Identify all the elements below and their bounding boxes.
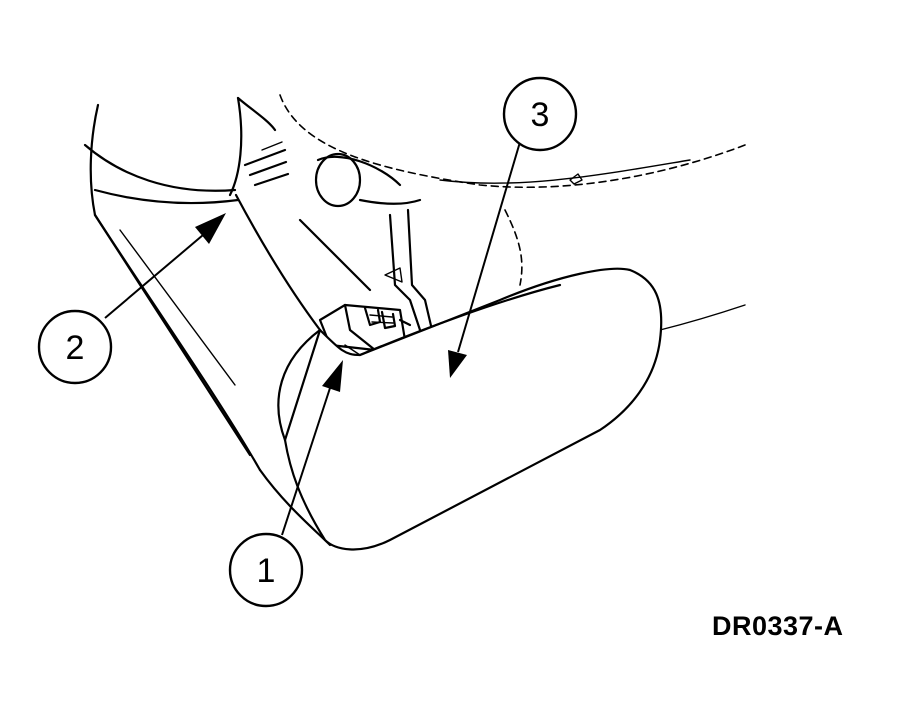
- callout-1-label: 1: [257, 552, 276, 590]
- arrowhead-2: [195, 213, 226, 244]
- arrowhead-1: [322, 360, 343, 392]
- cover-panel: [277, 267, 663, 551]
- left-trim-structure: [83, 96, 332, 547]
- callout-1: 1: [228, 532, 304, 608]
- seat-bracket: [298, 152, 434, 352]
- callout-3: 3: [502, 76, 578, 152]
- callout-2: 2: [37, 309, 113, 385]
- callout-3-label: 3: [531, 96, 550, 134]
- callout-leaders: [104, 141, 521, 536]
- callout-2-label: 2: [66, 329, 85, 367]
- background-contour: [279, 94, 746, 331]
- figure-id: DR0337-A: [712, 611, 844, 641]
- arrowhead-3: [448, 350, 467, 378]
